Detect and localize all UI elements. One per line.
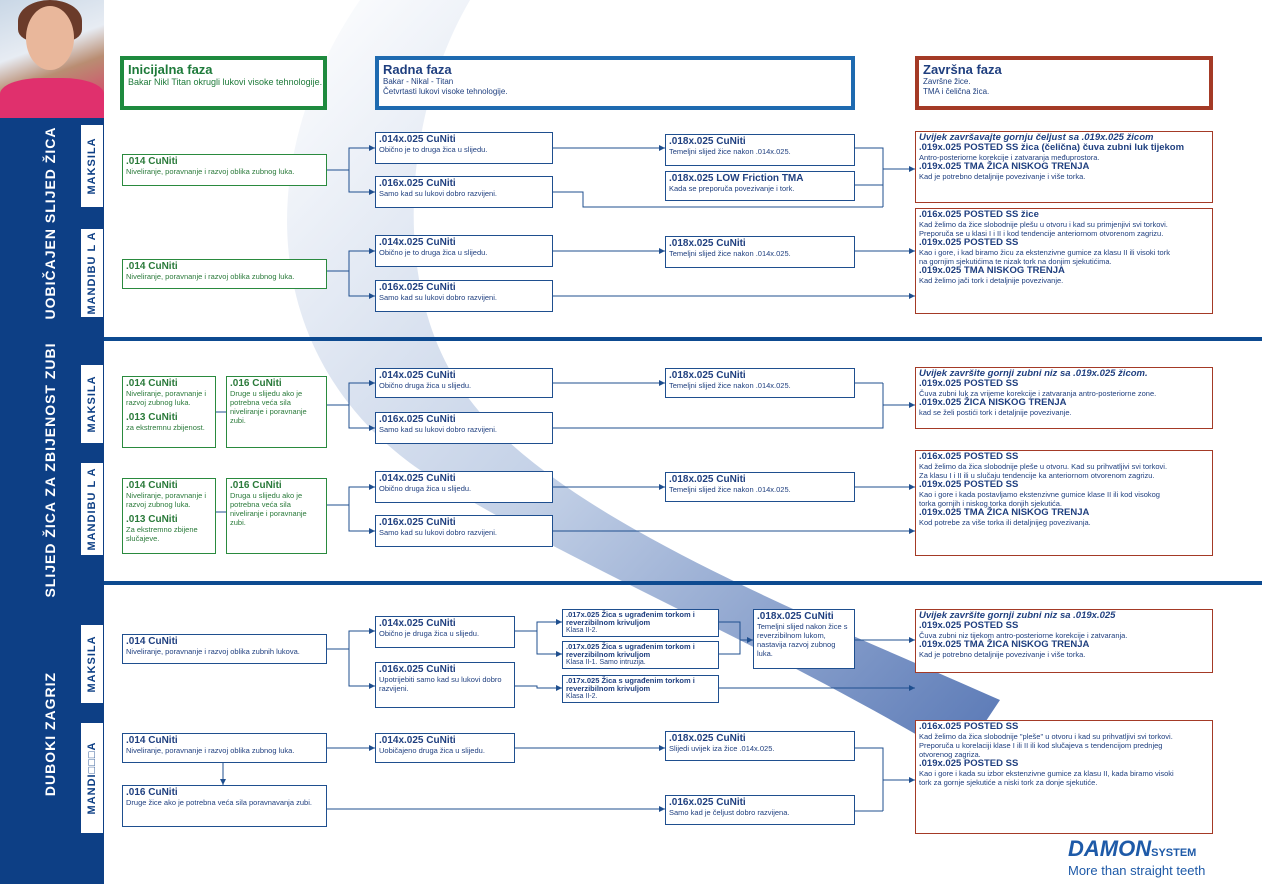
final-line: Za klasu I i II ili u slučaju tendencije… [919, 471, 1155, 480]
final-line: .019x.025 TMA ŽICA NISKOG TRENJA [919, 161, 1090, 172]
final-line: Kad želimo da žice slobodnije plešu u ot… [919, 220, 1168, 229]
final-line: Antro-posteriorne korekcije i zatvaranja… [919, 153, 1100, 162]
final-line: .016x.025 POSTED SS žice [919, 209, 1039, 220]
final-line: Kao i gore i kada su izbor ekstenzivne g… [919, 769, 1174, 778]
arch-label-maksila-3: MAKSILA [80, 624, 104, 704]
arch-label-mandibula-1: MANDIBU L A [80, 228, 104, 318]
final-line: .019x.025 POSTED SS [919, 237, 1019, 248]
final-line: kad se želi postići tork i detaljnije po… [919, 408, 1072, 417]
final-line: Uvijek završavajte gornju čeljust sa .01… [919, 132, 1154, 143]
final-line: .019x.025 TMA ŽICA NISKOG TRENJA [919, 639, 1090, 650]
final-line: Preporuča u korelaciji klase I ili II il… [919, 741, 1163, 750]
arch-label-maksila-2: MAKSILA [80, 364, 104, 444]
final-line: na gornjim sjekutićima te nizak tork na … [919, 257, 1112, 266]
section-divider-2 [104, 581, 1262, 585]
final-line: Uvijek završite gornji zubni niz sa .019… [919, 610, 1116, 621]
final-line: Kao i gore i kada postavljamo ekstenzivn… [919, 490, 1160, 499]
phase-working: Radna faza Bakar - Nikal - Titan Četvrta… [375, 56, 855, 110]
final-line: .016x.025 POSTED SS [919, 721, 1019, 732]
final-line: .019x.025 POSTED SS [919, 378, 1019, 389]
final-line: Čuva zubni luk za vrijeme korekcije i za… [919, 389, 1157, 398]
phase-final: Završna faza Završne žice. TMA i čelična… [915, 56, 1213, 110]
final-line: Kao i gore, i kad biramo žicu za ekstenz… [919, 248, 1170, 257]
logo-brand: DAMON [1068, 836, 1152, 861]
final-line: .019x.025 POSTED SS [919, 758, 1019, 769]
final-line: .019x.025 ŽICA NISKOG TRENJA [919, 397, 1067, 408]
portrait-photo [0, 0, 104, 118]
phase-initial: Inicijalna faza Bakar Nikl Titan okrugli… [120, 56, 327, 110]
final-line: Kad je potrebno detaljnije povezivanje i… [919, 172, 1086, 181]
final-line: .019x.025 POSTED SS žica (čelična) čuva … [919, 142, 1185, 153]
arch-label-mandibula-2: MANDIBU L A [80, 462, 104, 556]
damon-system-logo: DAMONSYSTEM More than straight teeth [1068, 838, 1218, 878]
s2-max-final: Uvijek završite gornji zubni niz sa .019… [915, 367, 1213, 429]
final-line: Kad želimo jači tork i detaljnije povezi… [919, 276, 1064, 285]
final-line: Kod potrebe za više torka ili detaljnije… [919, 518, 1091, 527]
final-line: Kad je potrebno detaljnije povezivanje i… [919, 650, 1086, 659]
s3-max-reverse-curve-1: .017x.025 Žica s ugrađenim torkom i reve… [562, 609, 719, 637]
final-line: otvorenog zagriza. [919, 750, 981, 759]
final-line: .019x.025 POSTED SS [919, 620, 1019, 631]
final-line: torka gornjih i niskog torka donjih sjek… [919, 499, 1062, 508]
logo-system: SYSTEM [1151, 847, 1197, 859]
final-line: Čuva zubni niz tijekom antro-posteriorne… [919, 631, 1128, 640]
arch-label-mandibula-3: MANDI□□□A [80, 722, 104, 834]
final-line: Kad želimo da žica slobodnije "pleše" u … [919, 732, 1173, 741]
arch-label-maksila-1: MAKSILA [80, 124, 104, 208]
final-line: Preporuča se u klasi I i II i kod tenden… [919, 229, 1164, 238]
s3-max-reverse-curve-3: .017x.025 Žica s ugrađenim torkom i reve… [562, 675, 719, 703]
logo-tagline: More than straight teeth [1068, 863, 1206, 878]
final-line: .016x.025 POSTED SS [919, 451, 1019, 462]
final-line: .019x.025 TMA NISKOG TRENJA [919, 265, 1065, 276]
section-divider-1 [104, 337, 1262, 341]
s3-max-reverse-curve-2: .017x.025 Žica s ugrađenim torkom i reve… [562, 641, 719, 669]
final-line: Kad želimo da žica slobodnije pleše u ot… [919, 462, 1168, 471]
final-line: .019x.025 TMA ŽICA NISKOG TRENJA [919, 507, 1090, 518]
s3-max-final: Uvijek završite gornji zubni niz sa .019… [915, 609, 1213, 673]
s1-max-final: Uvijek završavajte gornju čeljust sa .01… [915, 131, 1213, 203]
final-line: Uvijek završite gornji zubni niz sa .019… [919, 368, 1148, 379]
final-line: .019x.025 POSTED SS [919, 479, 1019, 490]
final-line: tork za gornje sjekutiće a niski tork za… [919, 778, 1098, 787]
